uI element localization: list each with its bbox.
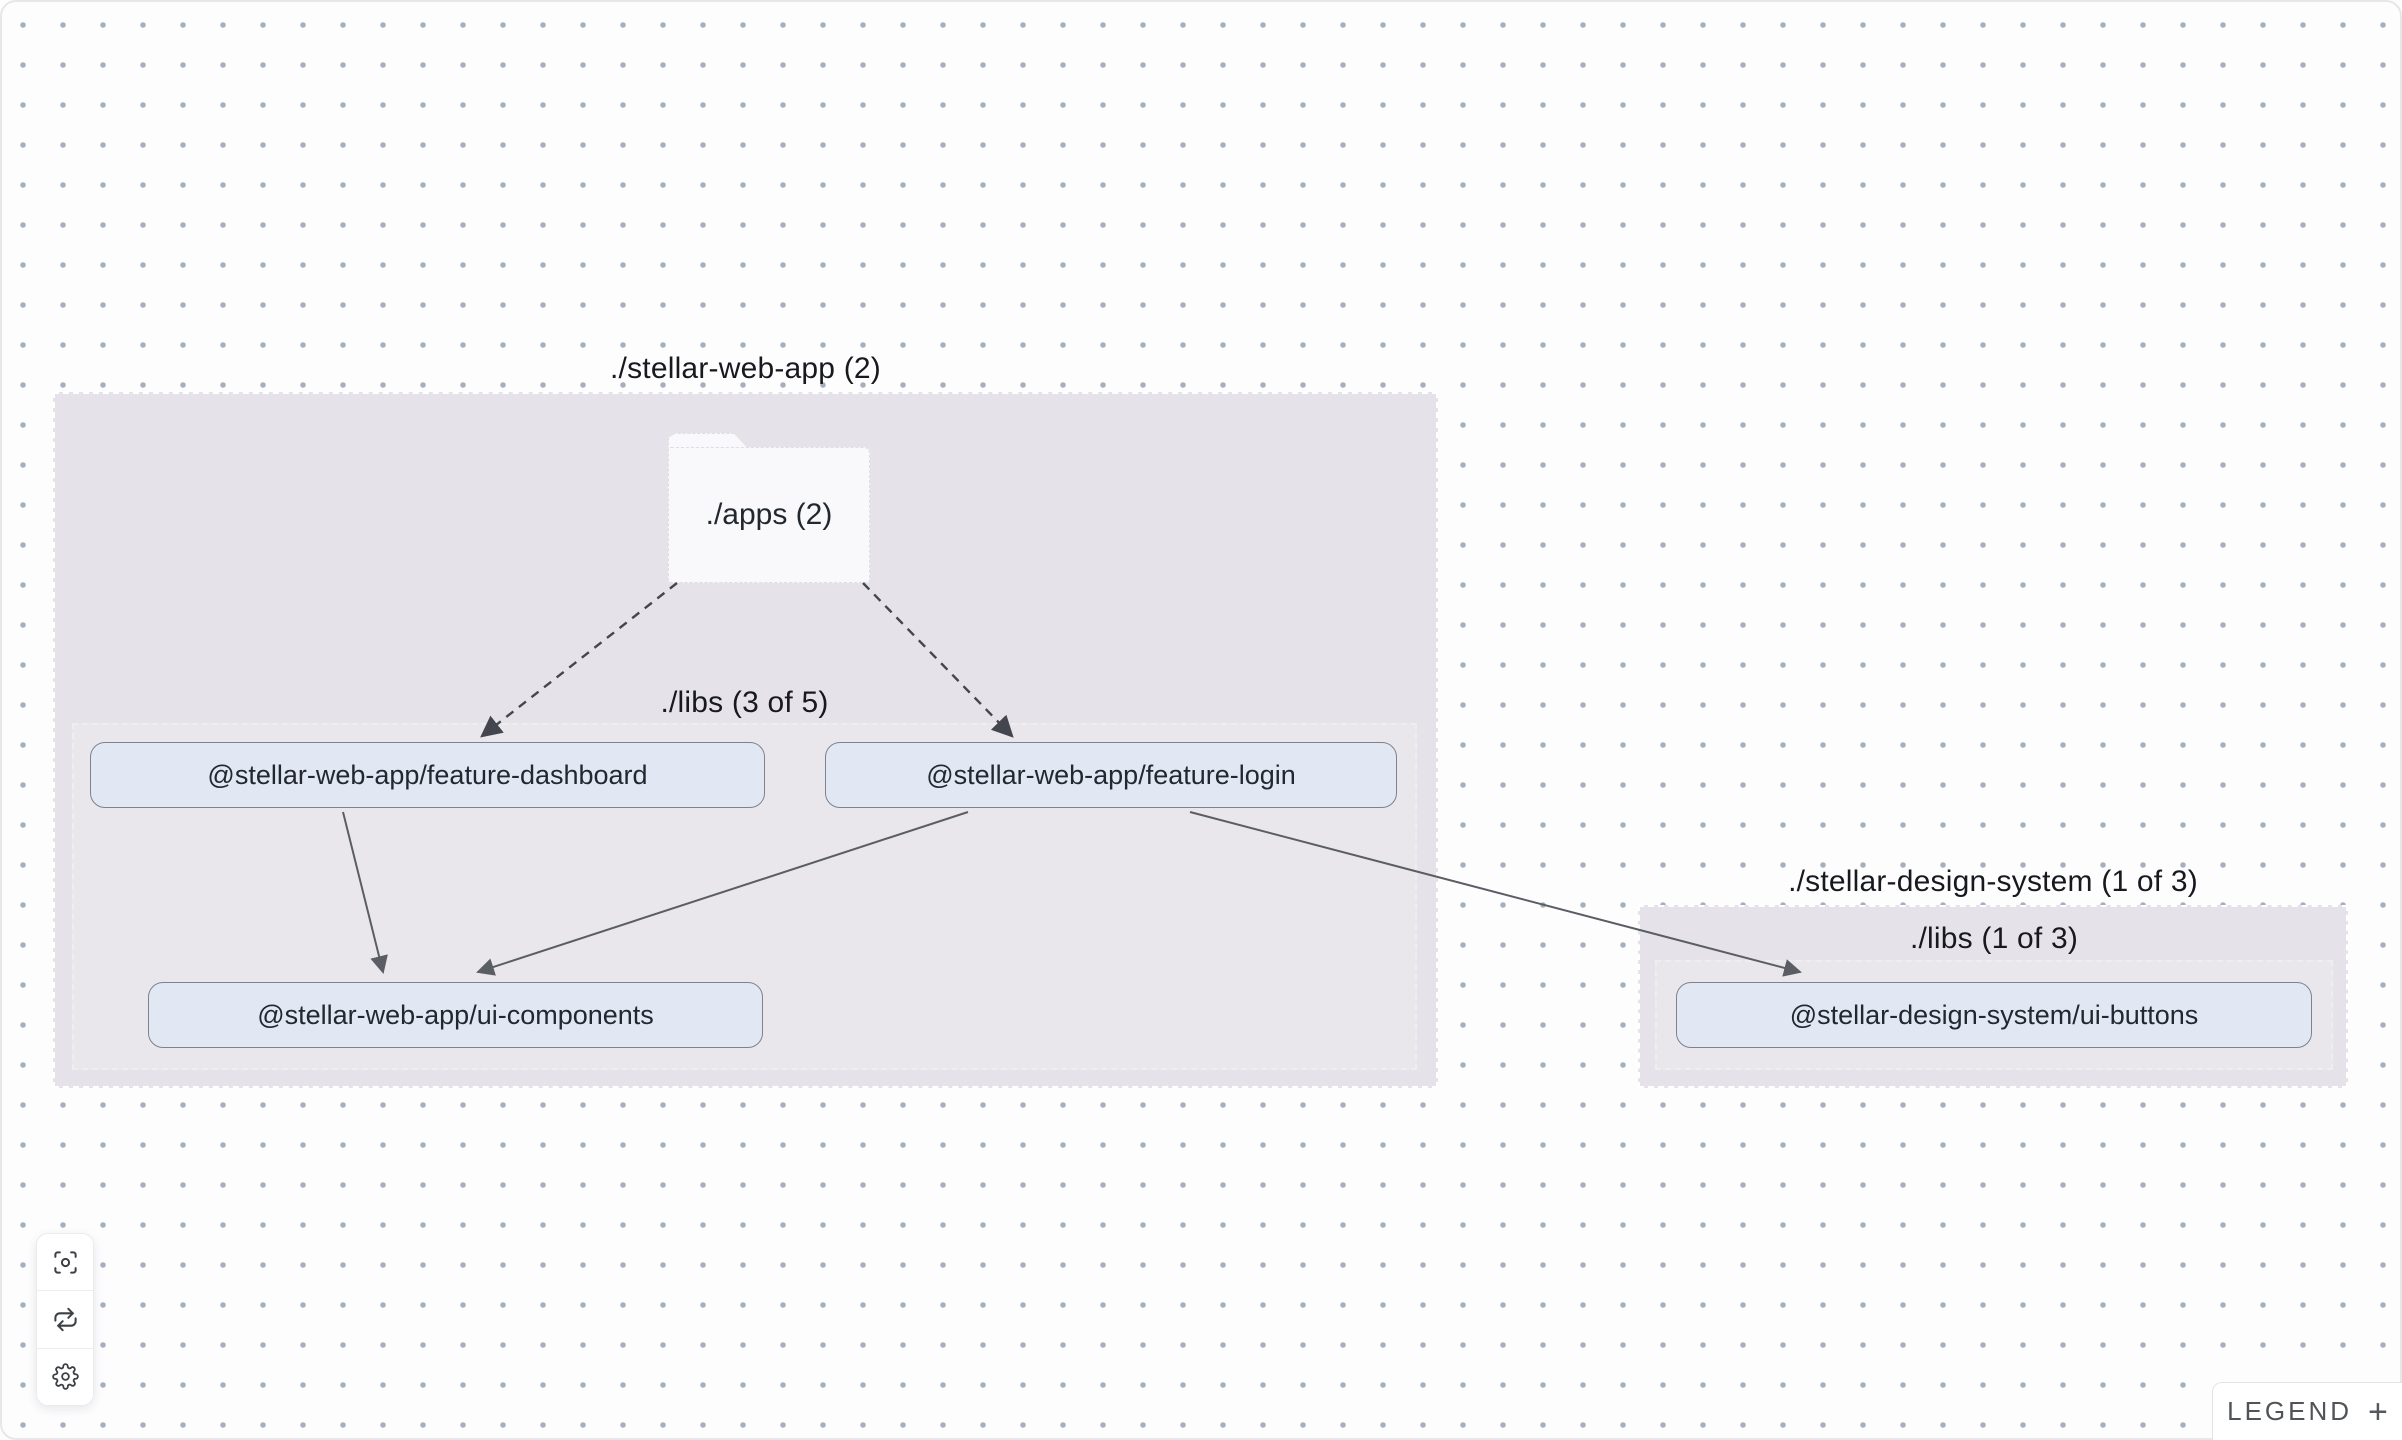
- project-node-ui-buttons[interactable]: @stellar-design-system/ui-buttons: [1676, 982, 2312, 1048]
- focus-icon: [53, 1251, 77, 1274]
- settings-icon: [51, 1363, 79, 1391]
- group-label-stellar-design-system: ./stellar-design-system (1 of 3): [1788, 865, 2198, 898]
- project-node-ui-components[interactable]: @stellar-web-app/ui-components: [148, 982, 763, 1048]
- refresh-icon: [53, 1307, 77, 1332]
- apps-folder-node[interactable]: ./apps (2): [668, 447, 870, 583]
- refresh-graph-button[interactable]: [37, 1291, 93, 1349]
- group-label-web-app-libs: ./libs (3 of 5): [660, 686, 829, 719]
- project-node-feature-login[interactable]: @stellar-web-app/feature-login: [825, 742, 1397, 808]
- edge-apps-to-feature-login[interactable]: [862, 582, 1014, 738]
- plus-icon: +: [2368, 1392, 2388, 1431]
- center-graph-button[interactable]: [37, 1234, 93, 1292]
- graph-control-rail: [36, 1233, 94, 1406]
- apps-folder-label: ./apps (2): [705, 498, 833, 531]
- project-node-label: @stellar-web-app/ui-components: [257, 999, 654, 1030]
- group-label-design-system-libs: ./libs (1 of 3): [1909, 922, 2079, 955]
- edge-apps-to-feature-dashboard[interactable]: [480, 582, 678, 738]
- project-node-label: @stellar-design-system/ui-buttons: [1789, 999, 2199, 1030]
- group-label-stellar-web-app: ./stellar-web-app (2): [610, 352, 881, 385]
- edge-feature-login-to-ui-buttons[interactable]: [1189, 811, 1802, 977]
- graph-settings-button[interactable]: [37, 1348, 93, 1405]
- edge-feature-dashboard-to-ui-components[interactable]: [342, 811, 388, 974]
- legend-toggle[interactable]: LEGEND +: [2212, 1382, 2402, 1440]
- legend-label: LEGEND: [2227, 1396, 2353, 1426]
- project-node-label: @stellar-web-app/feature-dashboard: [207, 759, 648, 790]
- project-node-feature-dashboard[interactable]: @stellar-web-app/feature-dashboard: [90, 742, 765, 808]
- edge-feature-login-to-ui-components[interactable]: [476, 811, 969, 976]
- project-node-label: @stellar-web-app/feature-login: [926, 759, 1296, 790]
